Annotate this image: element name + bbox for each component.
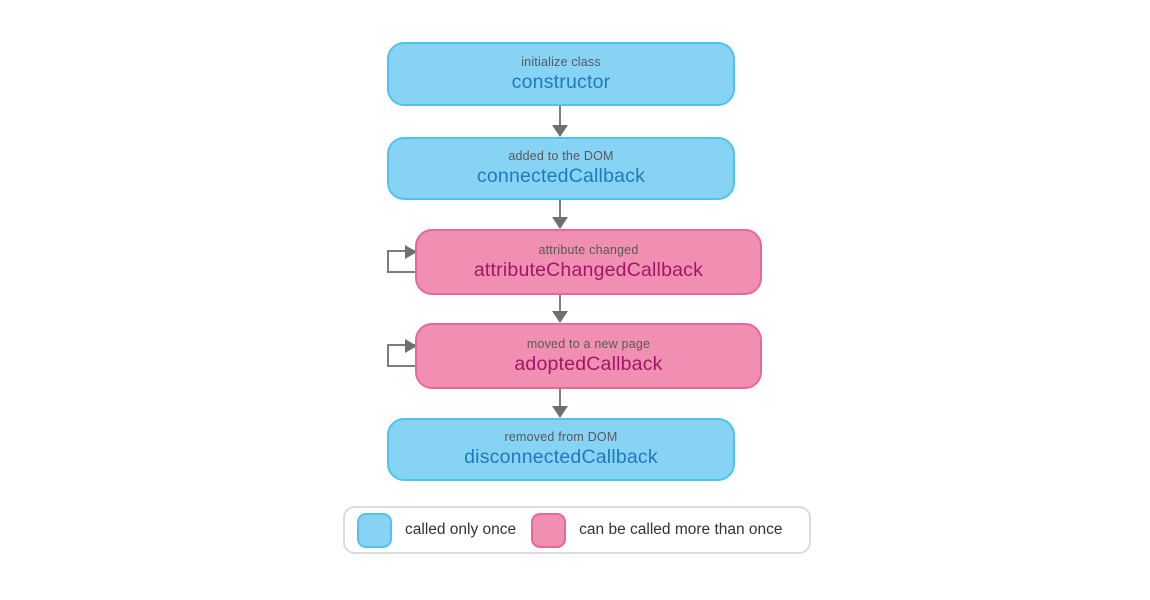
flow-arrow-down-icon: [552, 389, 568, 418]
node-attribute-changed-callback: attribute changed attributeChangedCallba…: [415, 229, 762, 295]
node-sublabel: attribute changed: [538, 242, 639, 257]
node-disconnected-callback: removed from DOM disconnectedCallback: [387, 418, 735, 481]
legend-swatch-once-icon: [357, 512, 392, 548]
legend-swatch-repeat-icon: [531, 512, 567, 548]
node-label: disconnectedCallback: [464, 446, 658, 468]
node-sublabel: moved to a new page: [526, 336, 651, 351]
node-label: connectedCallback: [476, 165, 646, 187]
flow-arrow-down-icon: [552, 295, 568, 323]
node-constructor: initialize class constructor: [387, 42, 735, 106]
flow-arrow-down-icon: [552, 200, 568, 229]
node-sublabel: removed from DOM: [504, 430, 618, 444]
node-sublabel: added to the DOM: [508, 149, 614, 163]
node-label: attributeChangedCallback: [473, 258, 704, 281]
legend: called only once can be called more than…: [343, 506, 811, 554]
node-label: adoptedCallback: [514, 352, 663, 375]
node-adopted-callback: moved to a new page adoptedCallback: [415, 323, 762, 389]
self-loop-arrow-icon: [387, 339, 417, 367]
legend-label-repeat: can be called more than once: [579, 521, 783, 538]
self-loop-arrow-icon: [387, 245, 417, 273]
legend-label-once: called only once: [405, 521, 517, 538]
flow-arrow-down-icon: [552, 106, 568, 137]
node-label: constructor: [511, 70, 611, 93]
node-sublabel: initialize class: [521, 54, 601, 69]
node-connected-callback: added to the DOM connectedCallback: [387, 137, 735, 200]
